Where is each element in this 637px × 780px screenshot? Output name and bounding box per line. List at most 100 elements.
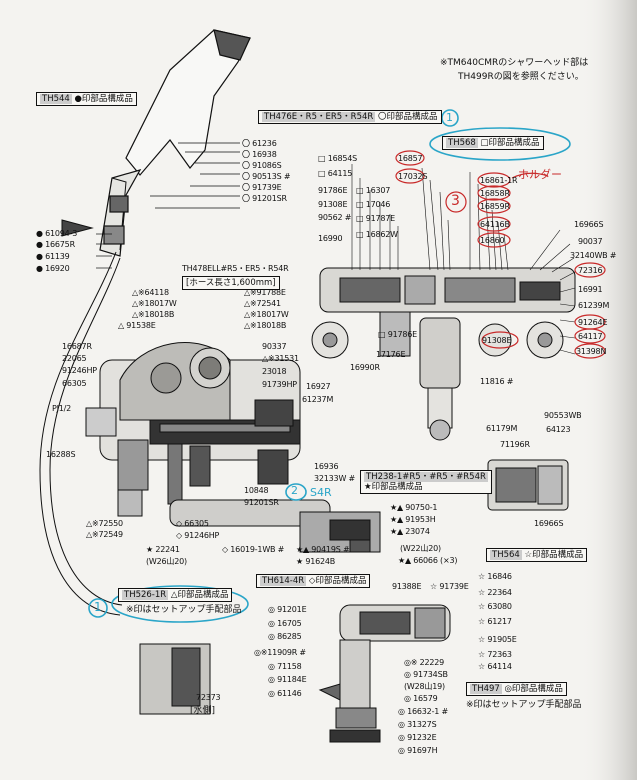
kit-th544: TH544 ●印部品構成品 <box>36 92 137 106</box>
part-label: 〇 91739E <box>242 183 282 192</box>
part-label: ◎ 71158 <box>268 662 302 671</box>
part-label: △※18017W <box>244 310 289 319</box>
part-label: 71196R <box>500 440 530 449</box>
part-label: 61239M <box>578 301 610 310</box>
kit-th476e-code: TH476E・R5・ER5・R54R <box>262 112 376 122</box>
part-label: 〇 91086S <box>242 161 282 170</box>
part-label: ◎ 61146 <box>268 689 302 698</box>
kit-th564: TH564 ☆印部品構成品 <box>486 548 588 562</box>
part-label: 31398N <box>576 347 607 356</box>
part-label: △※72541 <box>244 299 281 308</box>
part-label: □ 91786E <box>378 330 418 339</box>
handwritten-circle2: 2 <box>291 484 298 497</box>
part-label: △※64118 <box>132 288 169 297</box>
part-label: ☆ 64114 <box>478 662 512 671</box>
red-annotations <box>395 150 606 359</box>
part-label: 32140WB # <box>570 251 617 260</box>
part-label: ★▲ 90750-1 <box>390 503 438 512</box>
kit-th564-text: ☆印部品構成品 <box>524 550 584 560</box>
part-label: 〇 16938 <box>242 150 277 159</box>
part-label: ★ 91624B <box>296 557 336 566</box>
part-label: 61237M <box>302 395 334 404</box>
part-label: ☆ 16846 <box>478 572 512 581</box>
kit-th478el-text: [ホース長さ1,600mm] <box>182 276 280 290</box>
part-label: 64116B <box>480 220 510 229</box>
part-label: ◎ 16632-1 # <box>398 707 448 716</box>
part-label: △※18017W <box>132 299 177 308</box>
part-label: ◎ 86285 <box>268 632 302 641</box>
kit-th238-code: TH238-1#R5・#R5・#R54R <box>364 472 488 482</box>
part-label: (W26山20) <box>146 557 187 566</box>
part-label: □ 91787E <box>356 214 396 223</box>
part-label: 〇 90513S # <box>242 172 291 181</box>
part-label: (W28山19) <box>404 682 445 691</box>
part-label: △ 91538E <box>118 321 156 330</box>
part-label: 16859R <box>480 202 510 211</box>
part-label: ● 61094-3 <box>36 229 78 238</box>
part-label: 91388E <box>392 582 422 591</box>
part-label: 22065 <box>62 354 87 363</box>
part-label: 16687R <box>62 342 92 351</box>
part-label: 16858R <box>480 189 510 198</box>
part-label: ◎ 91201E <box>268 605 307 614</box>
part-label: ☆ 91905E <box>478 635 517 644</box>
kit-th564-code: TH564 <box>490 550 522 560</box>
mixer-body-left <box>85 342 301 517</box>
part-label: △※18018B <box>132 310 175 319</box>
part-label: 91786E <box>318 186 348 195</box>
part-label: □ 16862W <box>356 230 398 239</box>
part-label: △※72549 <box>86 530 123 539</box>
kit-th544-code: TH544 <box>40 94 72 104</box>
part-label: 17032S <box>398 172 428 181</box>
part-label: 16990 <box>318 234 343 243</box>
part-label: 91308E <box>482 336 512 345</box>
part-label: 72316 <box>578 266 603 275</box>
kit-th238-text: ★印部品構成品 <box>364 482 423 492</box>
part-label: 90562 # <box>318 213 352 222</box>
part-label: ★ 22241 <box>146 545 180 554</box>
kit-th614-code: TH614-4R <box>260 576 307 586</box>
part-label: ☆ 22364 <box>478 588 512 597</box>
part-label: ◇ 66305 <box>176 519 209 528</box>
part-label: △※18018B <box>244 321 287 330</box>
part-label: 32133W # <box>314 474 356 483</box>
part-label: 16990R <box>350 363 380 372</box>
kit-th568: TH568 □印部品構成品 <box>442 136 544 150</box>
kit-th526: TH526-1R △印部品構成品 <box>118 588 233 602</box>
part-label: □ 16854S <box>318 154 358 163</box>
part-label: 72373 <box>196 693 221 702</box>
part-label: ☆ 91739E <box>430 582 469 591</box>
handwritten-holder: ホルダー <box>518 168 562 181</box>
header-note-line2: TH499Rの図を参照ください。 <box>458 72 584 82</box>
kit-th478el-code: TH478ELL#R5・ER5・R54R <box>182 264 289 273</box>
kit-th476e-text: 〇印部品構成品 <box>378 112 438 122</box>
part-label: ◇ 91246HP <box>176 531 220 540</box>
handwritten-circle1-bottom: 1 <box>94 600 102 614</box>
part-label: 66305 <box>62 379 87 388</box>
part-label: ◎ 16579 <box>404 694 438 703</box>
kit-th238: TH238-1#R5・#R5・#R54R ★印部品構成品 <box>360 470 492 494</box>
part-label: 91264E <box>578 318 608 327</box>
part-label: ◎ 16705 <box>268 619 302 628</box>
part-label: 16966S <box>534 519 564 528</box>
part-label: 23018 <box>262 367 287 376</box>
part-label: □ 64115 <box>318 169 353 178</box>
part-label: 〇 91201SR <box>242 194 287 203</box>
part-label: ◎※11909R # <box>254 648 306 657</box>
part-label: 64117 <box>578 332 603 341</box>
part-label: △※31531 <box>262 354 299 363</box>
part-label: 90037 <box>578 237 603 246</box>
part-label: ◎ 91734SB <box>404 670 448 679</box>
part-label: ☆ 61217 <box>478 617 512 626</box>
part-label: ● 61139 <box>36 252 70 261</box>
part-label: ● 16675R <box>36 240 75 249</box>
note-kanreigata: [水側] <box>190 706 216 716</box>
part-label: 17176E <box>376 350 406 359</box>
part-label: ☆ 72363 <box>478 650 512 659</box>
part-label: ☆ 63080 <box>478 602 512 611</box>
part-label: 90553WB <box>544 411 582 420</box>
part-label: △※72550 <box>86 519 123 528</box>
part-label: □ 17046 <box>356 200 391 209</box>
